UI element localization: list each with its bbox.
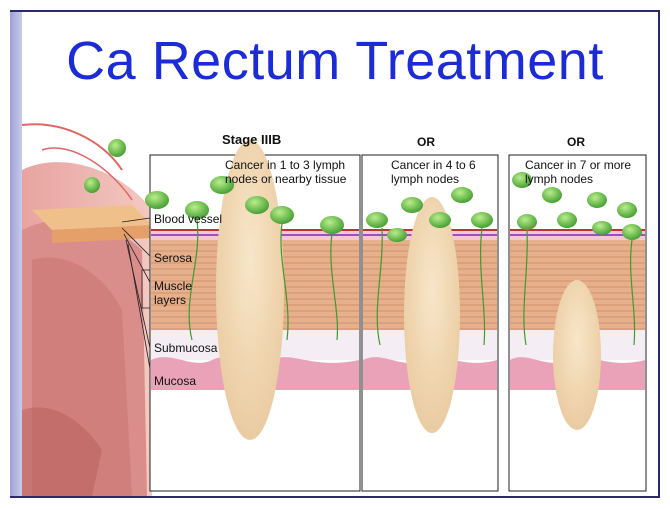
panel-2-illustration [361,154,499,492]
blood-vessel-label: Blood vessel [154,212,223,226]
rectum-illustration [21,123,647,496]
panel-1-illustration [145,140,361,492]
slide-title: Ca Rectum Treatment [66,31,604,91]
muscle-layers-label: Muscle layers [154,279,193,307]
slide-side-bar [10,12,22,496]
or-label-2: OR [567,135,585,149]
panel-3-illustration [508,154,647,492]
panel-1-caption: Cancer in 1 to 3 lymph nodes or nearby t… [225,158,347,186]
gut-cross-section [21,123,152,496]
mucosa-label: Mucosa [154,374,197,388]
submucosa-label: Submucosa [154,341,218,355]
serosa-label: Serosa [154,251,193,265]
or-label-1: OR [417,135,435,149]
panel-3-caption: Cancer in 7 or more lymph nodes [525,158,632,186]
layer-pointer-lines [121,217,153,381]
staging-illustration: Stage IIIB OR OR Cancer in 1 to 3 lymph … [21,110,658,496]
stage-heading: Stage IIIB [222,132,282,147]
panel-2-caption: Cancer in 4 to 6 lymph nodes [391,158,476,186]
